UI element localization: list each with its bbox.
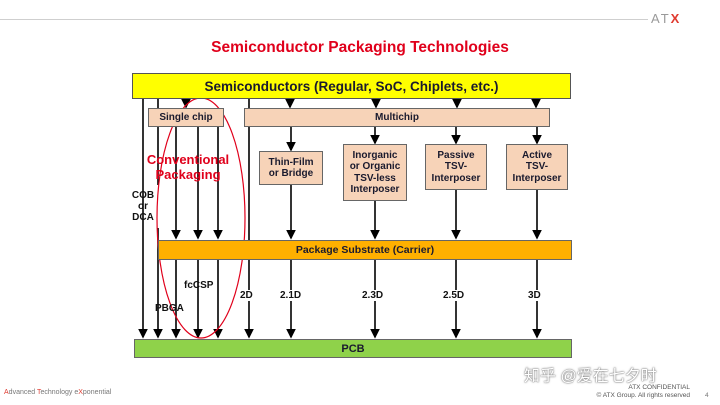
zhihu-watermark: 知乎 @爱在七夕时 [524, 368, 657, 385]
semiconductors-box: Semiconductors (Regular, SoC, Chiplets, … [132, 73, 571, 99]
label-2-5d: 2.5D [443, 290, 465, 301]
pcb-box: PCB [134, 339, 572, 358]
tagline: Advanced Technology eXponential [4, 389, 112, 396]
label-2-1d: 2.1D [280, 290, 302, 301]
package-substrate-box: Package Substrate (Carrier) [158, 240, 572, 260]
slide-title: Semiconductor Packaging Technologies [211, 39, 509, 56]
pbga-label: PBGA [155, 303, 184, 314]
fccsp-label: fcCSP [184, 280, 214, 291]
label-3d: 3D [528, 290, 541, 301]
label-2-3d: 2.3D [362, 290, 384, 301]
single-chip-box: Single chip [148, 108, 224, 127]
confidential-notice: ATX CONFIDENTIAL © ATX Group. All rights… [596, 384, 690, 399]
conventional-ellipse [156, 97, 246, 339]
page-number: 4 [705, 392, 709, 399]
label-2d: 2D [240, 290, 253, 301]
atx-logo: ATX [651, 11, 682, 26]
header-rule [0, 19, 648, 20]
multichip-box: Multichip [244, 108, 550, 127]
